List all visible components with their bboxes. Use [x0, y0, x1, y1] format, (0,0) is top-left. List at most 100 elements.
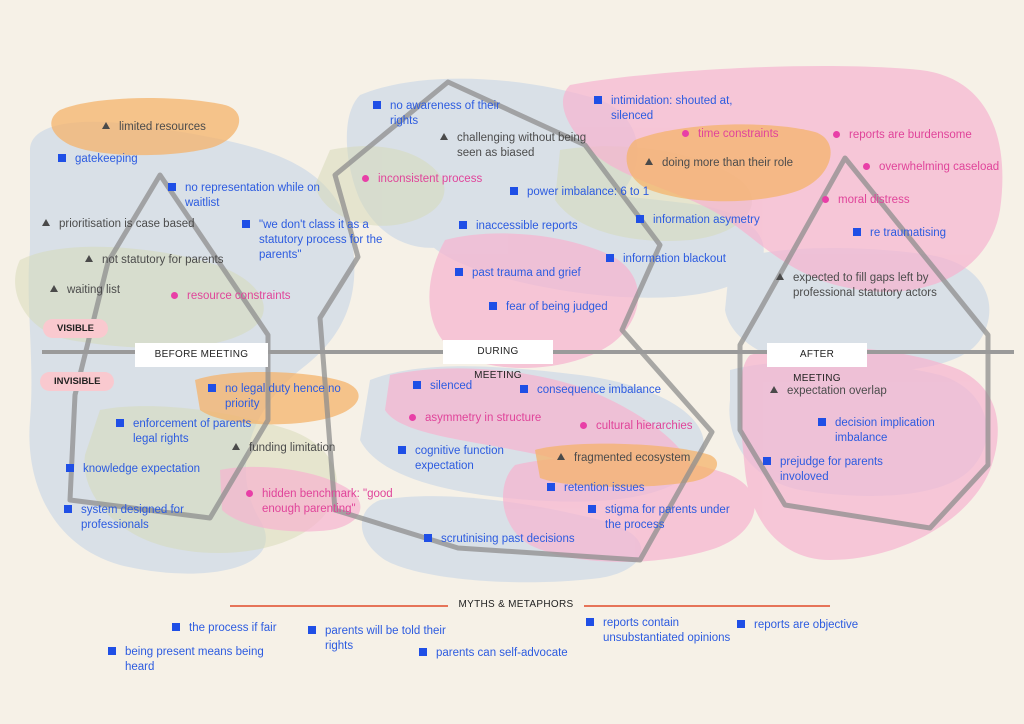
- item-label: reports are burdensome: [849, 129, 972, 141]
- triangle-marker-icon: [645, 158, 653, 165]
- item-information-blackout: information blackout: [606, 252, 726, 267]
- item-label: waiting list: [67, 284, 121, 296]
- item-label: enforcement of parents legal rights: [133, 418, 252, 445]
- item-power-imbalance: power imbalance: 6 to 1: [510, 185, 649, 200]
- item-label: limited resources: [119, 121, 206, 133]
- orange-blobs: [51, 98, 831, 487]
- myth-label: the process if fair: [189, 622, 277, 634]
- square-marker-icon: [489, 302, 497, 310]
- triangle-marker-icon: [557, 453, 565, 460]
- item-label: intimidation: shouted at, silenced: [611, 95, 733, 122]
- item-prejudge-parents: prejudge for parents involoved: [763, 455, 903, 485]
- item-label: knowledge expectation: [83, 463, 200, 475]
- item-cognitive-function: cognitive function expectation: [398, 444, 528, 474]
- triangle-marker-icon: [50, 285, 58, 292]
- item-label: no awareness of their rights: [390, 100, 500, 127]
- myth-label: parents can self-advocate: [436, 647, 568, 659]
- item-label: stigma for parents under the process: [605, 504, 730, 531]
- item-label: time constraints: [698, 128, 779, 140]
- item-label: hidden benchmark: "good enough parenting…: [262, 488, 393, 515]
- square-marker-icon: [547, 483, 555, 491]
- item-reports-burdensome: reports are burdensome: [833, 128, 972, 143]
- myth-label: reports are objective: [754, 619, 859, 631]
- item-label: gatekeeping: [75, 153, 138, 165]
- triangle-marker-icon: [232, 443, 240, 450]
- item-intimidation: intimidation: shouted at, silenced: [594, 94, 734, 124]
- item-silenced: silenced: [413, 379, 472, 394]
- circle-marker-icon: [863, 163, 870, 170]
- item-label: information asymetry: [653, 214, 760, 226]
- square-marker-icon: [737, 620, 745, 628]
- phase-label-during: DURING MEETING: [443, 340, 553, 381]
- square-marker-icon: [58, 154, 66, 162]
- square-marker-icon: [853, 228, 861, 236]
- item-label: past trauma and grief: [472, 267, 581, 279]
- triangle-marker-icon: [776, 273, 784, 280]
- item-system-designed: system designed for professionals: [64, 503, 204, 533]
- triangle-marker-icon: [85, 255, 93, 262]
- item-label: resource constraints: [187, 290, 291, 302]
- circle-marker-icon: [171, 292, 178, 299]
- item-label: funding limitation: [249, 442, 336, 454]
- item-label: decision implication imbalance: [835, 417, 935, 444]
- square-marker-icon: [308, 626, 316, 634]
- item-resource-constraints: resource constraints: [171, 289, 291, 304]
- myths-title: MYTHS & METAPHORS: [448, 599, 584, 610]
- item-expected-fill-gaps: expected to fill gaps left by profession…: [776, 271, 946, 301]
- circle-marker-icon: [833, 131, 840, 138]
- square-marker-icon: [373, 101, 381, 109]
- square-marker-icon: [606, 254, 614, 262]
- item-funding-limitation: funding limitation: [232, 441, 335, 456]
- myth-process-fair: the process if fair: [172, 621, 277, 636]
- item-label: inconsistent process: [378, 173, 483, 185]
- visible-pill: VISIBLE: [43, 319, 108, 338]
- item-label: expected to fill gaps left by profession…: [793, 272, 937, 299]
- square-marker-icon: [64, 505, 72, 513]
- item-label: re traumatising: [870, 227, 947, 239]
- square-marker-icon: [208, 384, 216, 392]
- item-label: system designed for professionals: [81, 504, 184, 531]
- item-label: expectation overlap: [787, 385, 887, 397]
- phase-label-before: BEFORE MEETING: [135, 343, 268, 367]
- circle-marker-icon: [682, 130, 689, 137]
- square-marker-icon: [168, 183, 176, 191]
- circle-marker-icon: [580, 422, 587, 429]
- myth-label: reports contain unsubstantiated opinions: [603, 617, 731, 644]
- square-marker-icon: [424, 534, 432, 542]
- item-decision-implication: decision implication imbalance: [818, 416, 958, 446]
- item-label: power imbalance: 6 to 1: [527, 186, 650, 198]
- myth-self-advocate: parents can self-advocate: [419, 646, 568, 661]
- item-label: cognitive function expectation: [415, 445, 504, 472]
- item-label: fear of being judged: [506, 301, 608, 313]
- square-marker-icon: [594, 96, 602, 104]
- item-label: inaccessible reports: [476, 220, 578, 232]
- square-marker-icon: [66, 464, 74, 472]
- item-label: not statutory for parents: [102, 254, 224, 266]
- item-label: prejudge for parents involoved: [780, 456, 883, 483]
- item-no-representation: no representation while on waitlist: [168, 181, 338, 211]
- circle-marker-icon: [822, 196, 829, 203]
- item-scrutinising: scrutinising past decisions: [424, 532, 575, 547]
- item-label: prioritisation is case based: [59, 218, 195, 230]
- item-hidden-benchmark: hidden benchmark: "good enough parenting…: [246, 487, 406, 517]
- myth-being-present: being present means being heard: [108, 645, 268, 675]
- item-label: no legal duty hence no priority: [225, 383, 341, 410]
- item-label: cultural hierarchies: [596, 420, 693, 432]
- item-label: fragmented ecosystem: [574, 452, 691, 464]
- item-label: no representation while on waitlist: [185, 182, 320, 209]
- item-expectation-overlap: expectation overlap: [770, 384, 887, 399]
- square-marker-icon: [172, 623, 180, 631]
- square-marker-icon: [520, 385, 528, 393]
- item-no-legal-duty: no legal duty hence no priority: [208, 382, 358, 412]
- item-label: silenced: [430, 380, 473, 392]
- triangle-marker-icon: [770, 386, 778, 393]
- item-label: overwhelming caseload: [879, 161, 1000, 173]
- item-challenging: challenging without being seen as biased: [440, 131, 600, 161]
- square-marker-icon: [459, 221, 467, 229]
- myth-label: parents will be told their rights: [325, 625, 446, 652]
- square-marker-icon: [108, 647, 116, 655]
- item-knowledge-expectation: knowledge expectation: [66, 462, 200, 477]
- square-marker-icon: [510, 187, 518, 195]
- item-label: information blackout: [623, 253, 726, 265]
- item-stigma: stigma for parents under the process: [588, 503, 748, 533]
